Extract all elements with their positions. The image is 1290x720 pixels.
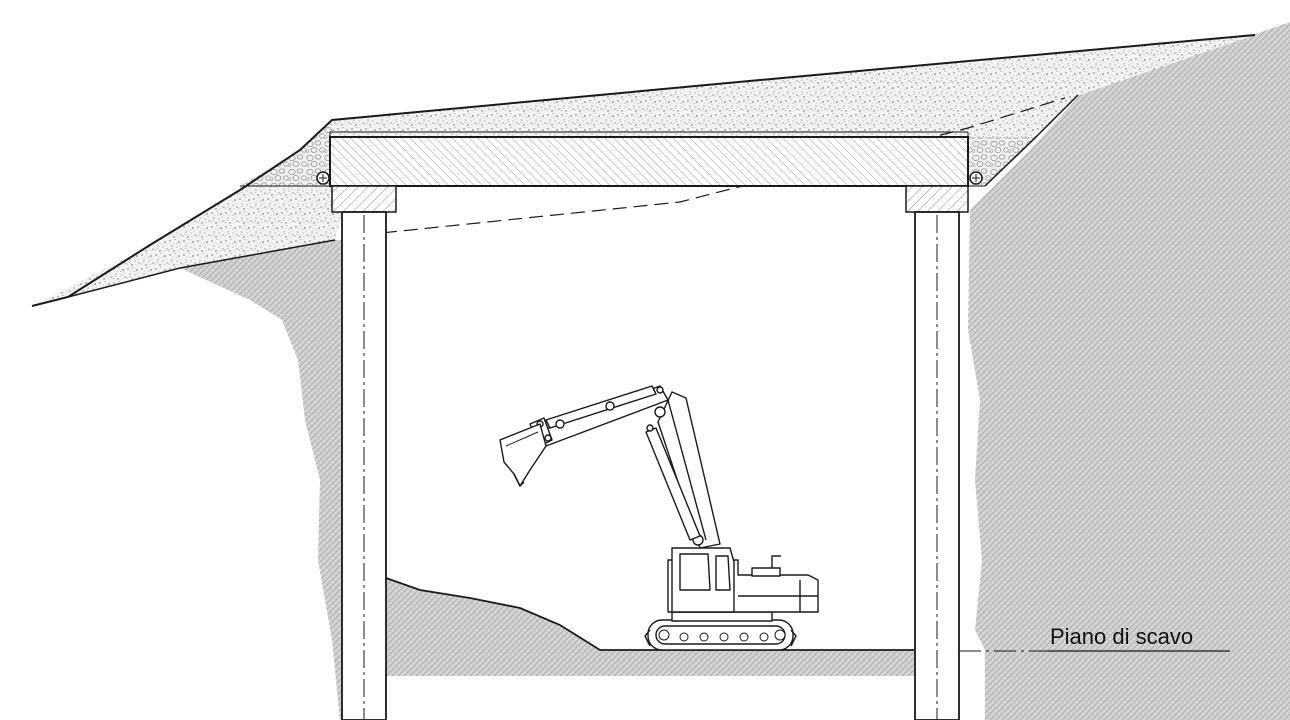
excavation-level-label: Piano di scavo xyxy=(1050,624,1193,649)
drain-pipe-right-icon xyxy=(969,171,983,185)
gravel-drain-left xyxy=(240,120,332,186)
original-ground-line-left xyxy=(67,239,336,298)
capping-beam-right xyxy=(905,185,969,213)
embankment-fill xyxy=(35,35,1255,305)
ground-bench-inside xyxy=(386,578,915,672)
excavator-icon xyxy=(499,385,819,651)
natural-ground-left xyxy=(180,240,342,720)
ground-surface-line xyxy=(31,34,1256,307)
pile-wall-right xyxy=(914,211,960,720)
drain-pipe-left-icon xyxy=(316,171,330,185)
ground-below-floor xyxy=(386,668,915,676)
capping-beam-left xyxy=(331,185,397,213)
excavation-bench-line xyxy=(385,577,915,651)
original-ground-line-right xyxy=(984,94,1079,187)
pile-wall-left xyxy=(341,211,387,720)
natural-ground-right xyxy=(968,22,1290,720)
gravel-drain-right xyxy=(968,137,1038,186)
roof-slab xyxy=(329,136,969,187)
